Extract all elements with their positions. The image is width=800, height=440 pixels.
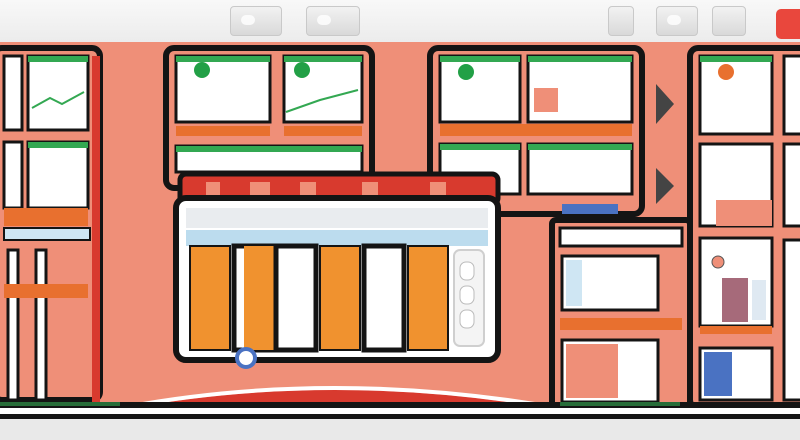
- center-building: [163, 45, 375, 191]
- status-dot-icon: [194, 62, 210, 78]
- toolbar-button[interactable]: [230, 6, 282, 36]
- button-gloss-icon: [241, 15, 255, 25]
- lower-right-block: [549, 217, 693, 413]
- toolbar-button[interactable]: [712, 6, 746, 36]
- close-button[interactable]: [776, 9, 800, 39]
- play-arrow-icon: [656, 84, 674, 124]
- status-dot-icon: [718, 64, 734, 80]
- status-dot-icon: [294, 62, 310, 78]
- left-building: [0, 45, 103, 403]
- front-building: [173, 171, 501, 369]
- button-gloss-icon: [317, 15, 331, 25]
- top-toolbar: [0, 0, 800, 42]
- right-building: [687, 45, 800, 411]
- toolbar-button[interactable]: [306, 6, 360, 36]
- play-arrow-icon: [656, 168, 674, 204]
- toolbar-button[interactable]: [608, 6, 634, 36]
- status-dot-icon: [458, 64, 474, 80]
- ring-knob-icon: [235, 347, 257, 369]
- button-gloss-icon: [667, 15, 681, 25]
- toolbar-button[interactable]: [656, 6, 698, 36]
